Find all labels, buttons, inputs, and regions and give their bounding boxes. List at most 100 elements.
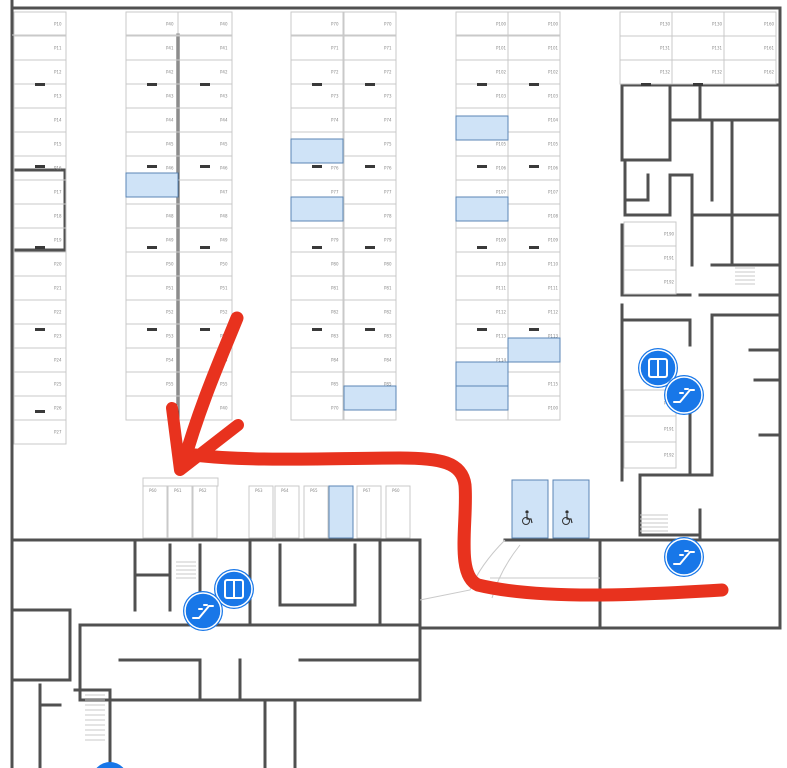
slot-label: P50 (220, 262, 228, 267)
slot-label: P84 (384, 358, 392, 363)
slot-label: P23 (54, 334, 62, 339)
parking-slot[interactable] (623, 441, 677, 469)
slot-label: P11 (54, 46, 62, 51)
slot-label: P81 (384, 286, 392, 291)
accessible-slot[interactable] (511, 479, 549, 539)
highlighted-slot[interactable] (125, 172, 179, 198)
slot-label: P18 (54, 214, 62, 219)
parking-slot[interactable] (356, 485, 382, 539)
slot-label: P24 (54, 358, 62, 363)
wheel-stop (365, 165, 375, 168)
slot-label: P73 (331, 94, 339, 99)
parking-slot[interactable] (192, 485, 218, 539)
slot-label: P46 (220, 166, 228, 171)
parking-slots: P10P11P12P13P14P15P16P17P18P19P20P21P22P… (12, 11, 777, 539)
slot-label: P72 (384, 70, 392, 75)
highlighted-slot[interactable] (455, 196, 509, 222)
highlighted-slots[interactable] (125, 115, 590, 539)
parking-slot[interactable] (248, 485, 274, 539)
slot-label: P40 (166, 22, 174, 27)
slot-label: P22 (54, 310, 62, 315)
slot-label: P113 (548, 334, 559, 339)
escalator-icon[interactable] (664, 537, 704, 577)
highlighted-slot[interactable] (343, 385, 397, 411)
slot-label: P52 (220, 310, 228, 315)
slot-label: P101 (496, 46, 507, 51)
wheel-stop (529, 246, 539, 249)
wheel-stop (200, 246, 210, 249)
building-walls (10, 0, 782, 768)
highlighted-slot[interactable] (290, 196, 344, 222)
slot-label: P63 (255, 488, 263, 493)
slot-label: P60 (392, 488, 400, 493)
parking-slot[interactable] (290, 395, 344, 421)
slot-label: P41 (220, 46, 228, 51)
slot-label: P100 (496, 22, 507, 27)
wheel-stop (693, 83, 703, 86)
poi-marker-partial[interactable] (92, 762, 128, 768)
slot-label: P61 (174, 488, 182, 493)
slot-label: P132 (660, 70, 671, 75)
elevator-icon[interactable] (214, 569, 254, 609)
slot-label: P100 (548, 22, 559, 27)
slot-label: P105 (548, 142, 559, 147)
highlighted-slot[interactable] (455, 115, 509, 141)
slot-label: P191 (664, 256, 675, 261)
wheel-stop (529, 165, 539, 168)
slot-label: P71 (331, 46, 339, 51)
slot-label: P12 (54, 70, 62, 75)
parking-slot[interactable] (274, 485, 300, 539)
accessible-slot[interactable] (552, 479, 590, 539)
slot-label: P55 (220, 382, 228, 387)
wheel-stop (200, 83, 210, 86)
escalator-icon[interactable] (664, 375, 704, 415)
slot-label: P51 (166, 286, 174, 291)
wheel-stop (477, 165, 487, 168)
highlighted-slot[interactable] (455, 385, 509, 411)
wheel-stop (200, 165, 210, 168)
slot-label: P107 (496, 190, 507, 195)
highlighted-slot[interactable] (507, 337, 561, 363)
highlighted-slot[interactable] (455, 361, 509, 387)
parking-slot[interactable] (142, 477, 219, 487)
parking-slot[interactable] (723, 59, 777, 85)
parking-slot[interactable] (303, 485, 329, 539)
parking-slot[interactable] (142, 485, 168, 539)
slot-label: P76 (331, 166, 339, 171)
highlighted-slot[interactable] (328, 485, 354, 539)
slot-label: P71 (384, 46, 392, 51)
slot-label: P108 (548, 214, 559, 219)
wheel-stop (477, 246, 487, 249)
slot-label: P79 (384, 238, 392, 243)
slot-label: P130 (660, 22, 671, 27)
slot-label: P48 (220, 214, 228, 219)
slot-label: P20 (54, 262, 62, 267)
slot-label: P132 (712, 70, 723, 75)
slot-label: P111 (496, 286, 507, 291)
slot-label: P45 (220, 142, 228, 147)
slot-label: P85 (331, 382, 339, 387)
slot-label: P48 (166, 214, 174, 219)
slot-label: P105 (496, 142, 507, 147)
slot-label: P52 (166, 310, 174, 315)
slot-label: P161 (764, 46, 775, 51)
parking-slot[interactable] (385, 485, 411, 539)
slot-label: P10 (54, 22, 62, 27)
slot-label: P79 (331, 238, 339, 243)
elevator-icon[interactable] (638, 348, 678, 388)
slot-label: P82 (384, 310, 392, 315)
parking-slot[interactable] (13, 419, 67, 445)
wheel-stop (200, 328, 210, 331)
slot-label: P50 (166, 262, 174, 267)
wheel-stop (35, 328, 45, 331)
wheel-stop (312, 83, 322, 86)
slot-label: P130 (712, 22, 723, 27)
slot-label: P26 (54, 406, 62, 411)
highlighted-slot[interactable] (290, 138, 344, 164)
parking-slot[interactable] (623, 269, 677, 295)
slot-label: P113 (496, 334, 507, 339)
wheel-stop (365, 83, 375, 86)
parking-slot[interactable] (167, 485, 193, 539)
escalator-icon[interactable] (183, 591, 223, 631)
